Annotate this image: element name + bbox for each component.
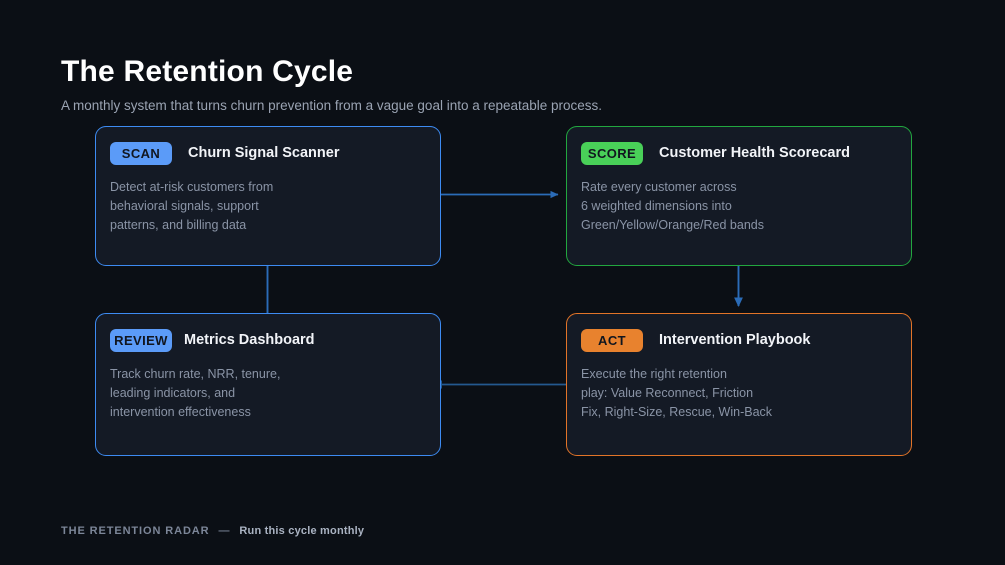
page-title: The Retention Cycle — [61, 55, 354, 88]
card-scan-header: SCAN Churn Signal Scanner — [96, 127, 440, 166]
card-review-body: Track churn rate, NRR, tenure, leading i… — [110, 367, 281, 419]
card-scan-title: Churn Signal Scanner — [188, 145, 340, 161]
card-act-header: ACT Intervention Playbook — [567, 314, 911, 353]
card-act[interactable]: ACT Intervention Playbook Execute the ri… — [566, 313, 912, 456]
card-act-badge: ACT — [581, 328, 643, 352]
page-subtitle: A monthly system that turns churn preven… — [61, 98, 603, 113]
card-score-title: Customer Health Scorecard — [659, 145, 850, 161]
card-review-badge: REVIEW — [110, 328, 172, 352]
card-scan-body: Detect at-risk customers from behavioral… — [110, 180, 274, 232]
card-score-body: Rate every customer across 6 weighted di… — [581, 180, 764, 232]
footer-note: Run this cycle monthly — [239, 525, 365, 537]
card-review-header: REVIEW Metrics Dashboard — [96, 314, 440, 353]
footer: THE RETENTION RADAR — Run this cycle mon… — [61, 525, 364, 537]
card-act-body: Execute the right retention play: Value … — [581, 367, 773, 419]
card-score-header: SCORE Customer Health Scorecard — [567, 127, 911, 166]
card-score-badge: SCORE — [581, 141, 643, 165]
card-review-title: Metrics Dashboard — [184, 332, 315, 348]
header: The Retention Cycle A monthly system tha… — [61, 55, 921, 114]
card-act-title: Intervention Playbook — [659, 332, 811, 348]
card-score[interactable]: SCORE Customer Health Scorecard Rate eve… — [566, 126, 912, 266]
card-review[interactable]: REVIEW Metrics Dashboard Track churn rat… — [95, 313, 441, 456]
footer-dash: — — [218, 525, 231, 537]
card-scan[interactable]: SCAN Churn Signal Scanner Detect at-risk… — [95, 126, 441, 266]
footer-brand: THE RETENTION RADAR — [61, 525, 210, 537]
card-scan-badge: SCAN — [110, 141, 172, 165]
